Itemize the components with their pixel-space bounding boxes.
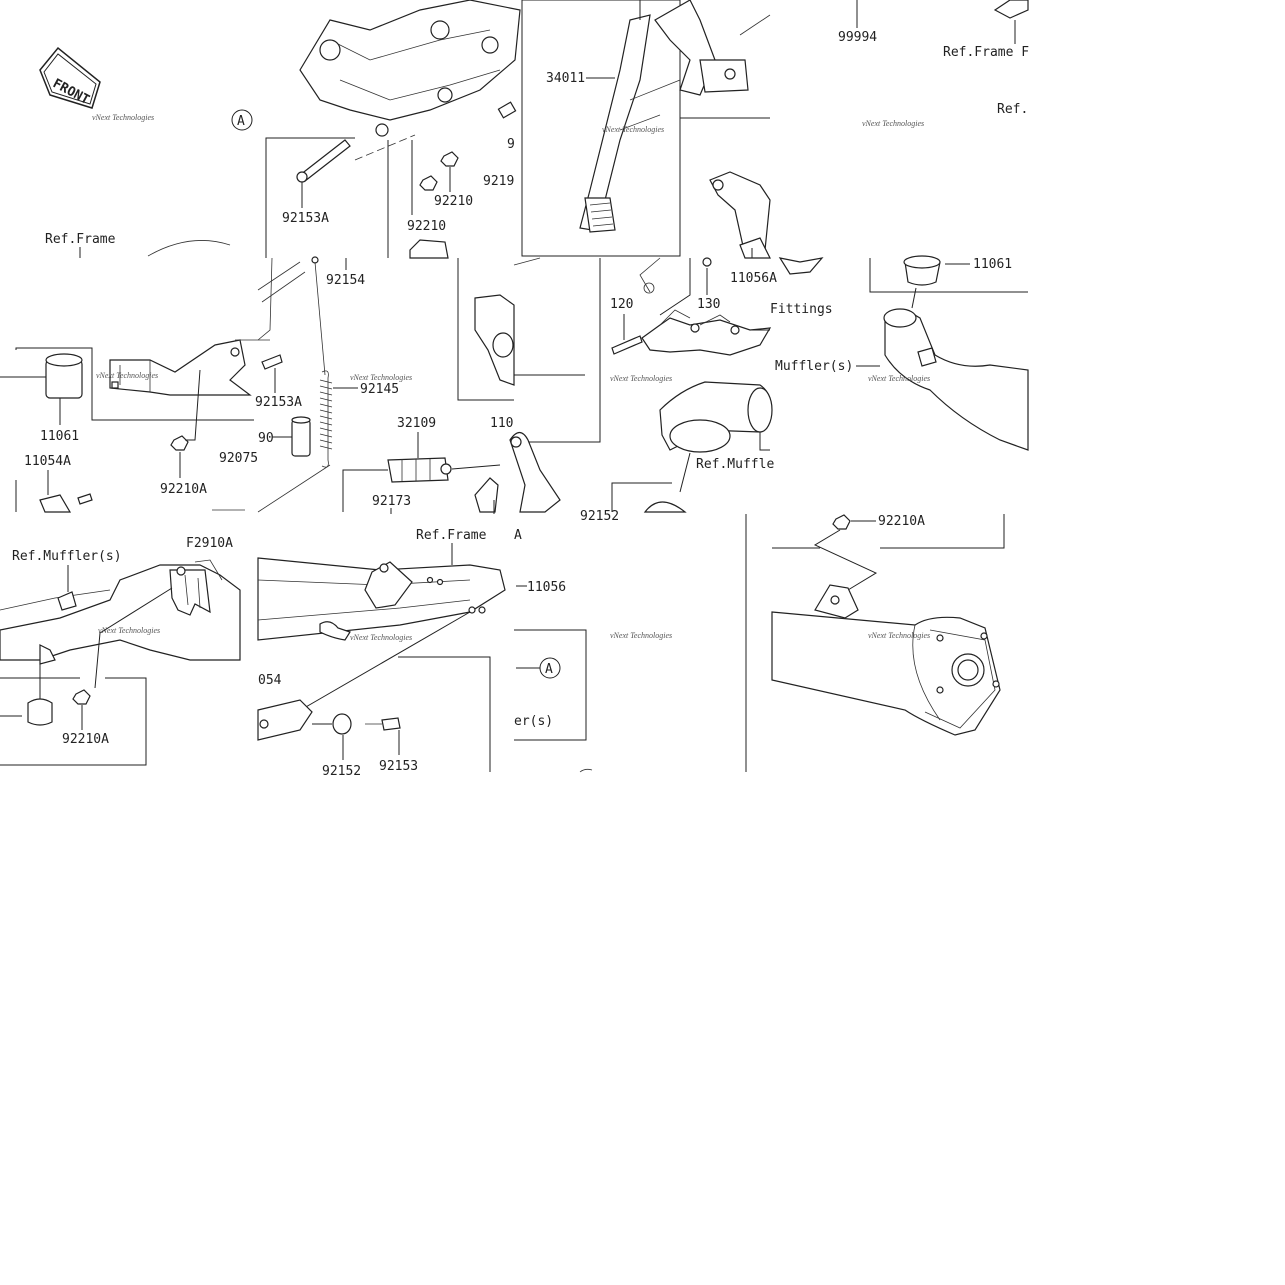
label-92210A-bottom: 92210A [62, 732, 109, 747]
label-ref-3: Ref. [997, 102, 1028, 117]
label-120: 120 [610, 297, 633, 312]
label-9: 9 [507, 137, 515, 152]
tile-frame-pivot: FRONT vNext Technologies A 92153A 92210 … [39, 0, 521, 259]
label-F2910A: F2910A [186, 536, 233, 551]
watermark: vNext Technologies [92, 113, 154, 122]
tile-top-right: 99994 Ref.Frame F Ref. vNext Technologie… [838, 0, 1029, 128]
watermark: vNext Technologies [602, 125, 664, 134]
label-92152-bottom: 92152 [322, 764, 361, 779]
label-11054A: 11054A [24, 454, 71, 469]
label-11056: 11056 [527, 580, 566, 595]
front-arrow-icon: FRONT [39, 46, 101, 109]
watermark: vNext Technologies [98, 626, 160, 635]
callout-a-label-bottom: A [545, 662, 553, 677]
watermark: vNext Technologies [868, 631, 930, 640]
label-34011: 34011 [546, 71, 585, 86]
label-92173: 92173 [372, 494, 411, 509]
label-130: 130 [697, 297, 720, 312]
label-92210-a: 92210 [434, 194, 473, 209]
label-92210A-right: 92210A [878, 514, 925, 529]
label-ref-frame-1: Ref.Frame [45, 232, 116, 247]
label-A-bottom: A [514, 528, 522, 543]
watermark: vNext Technologies [350, 633, 412, 642]
label-9219: 9219 [483, 174, 514, 189]
label-92153-bottom: 92153 [379, 759, 418, 774]
tile-muffler-end: 92210A vNext Technologies [771, 514, 1005, 736]
tile-pedal-muffler: 120 130 11056A vNext Technologies Ref.Mu… [509, 257, 824, 524]
tile-exhaust-joint: 11061 vNext Technologies 92153A 92210A 9… [0, 339, 302, 513]
tile-muffler-ref-bottom: A er(s) vNext Technologies [514, 514, 747, 773]
spring-icon [319, 370, 333, 468]
label-110: 110 [490, 416, 513, 431]
label-11056A: 11056A [730, 271, 777, 286]
label-fittings: Fittings [770, 302, 833, 317]
label-ref-frame-3: Ref.Frame F [943, 45, 1029, 60]
tile-spring-pin: 92154 92145 vNext Technologies 90 32109 … [257, 256, 515, 514]
label-90: 90 [258, 431, 274, 446]
callout-a-circle-bottom [539, 657, 561, 679]
label-ref-frame-bottom: Ref.Frame [416, 528, 487, 543]
label-92145: 92145 [360, 382, 399, 397]
label-11061-left: 11061 [40, 429, 79, 444]
watermark: vNext Technologies [96, 371, 158, 380]
watermark: vNext Technologies [610, 374, 672, 383]
label-32109: 32109 [397, 416, 436, 431]
callout-a-label: A [237, 114, 245, 129]
label-99994: 99994 [838, 30, 877, 45]
tile-heat-guard: Ref.Muffler(s) F2910A vNext Technologies… [0, 536, 241, 766]
label-92153A-left: 92153A [255, 395, 302, 410]
label-92152-center: 92152 [580, 509, 619, 524]
watermark: vNext Technologies [862, 119, 924, 128]
label-ref-muffler-left: Ref.Muffler(s) [12, 549, 122, 564]
label-054: 054 [258, 673, 282, 688]
watermark: vNext Technologies [610, 631, 672, 640]
callout-a-circle [231, 109, 253, 131]
label-muffler-right: Muffler(s) [775, 359, 853, 374]
tile-frame-rail: Ref.Frame vNext Technologies 054 92152 9… [257, 528, 566, 779]
label-11061-right: 11061 [973, 257, 1012, 272]
label-92210A-left: 92210A [160, 482, 207, 497]
watermark: vNext Technologies [350, 373, 412, 382]
label-92075: 92075 [219, 451, 258, 466]
label-92153A: 92153A [282, 211, 329, 226]
tile-exhaust-pipe: 11061 Muffler(s) vNext Technologies Fitt… [770, 255, 1029, 451]
watermark: vNext Technologies [868, 374, 930, 383]
label-ref-muffler-center: Ref.Muffle [696, 457, 774, 472]
tile-side-stand: 34011 vNext Technologies [521, 0, 771, 259]
label-ers: er(s) [514, 714, 553, 729]
label-92210-b: 92210 [407, 219, 446, 234]
label-92154: 92154 [326, 273, 365, 288]
